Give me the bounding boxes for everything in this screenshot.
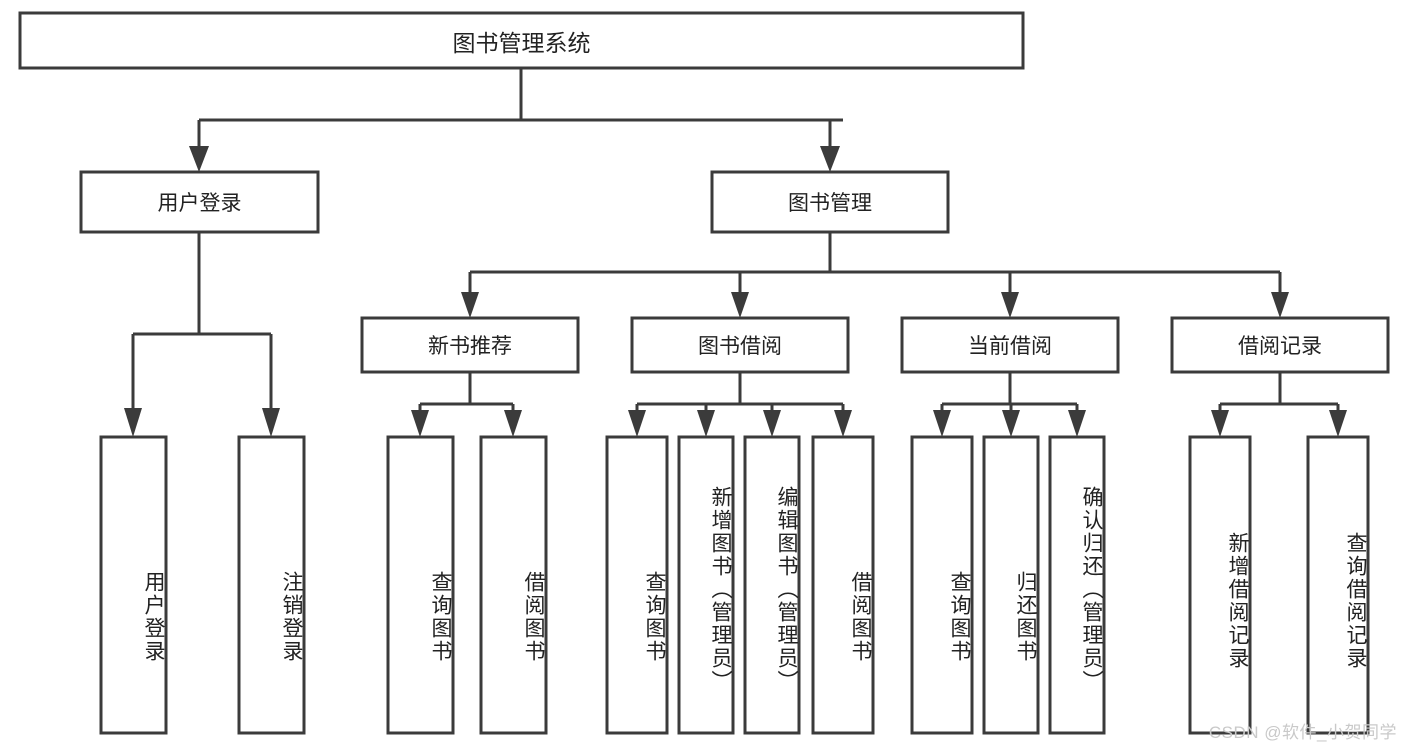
node-box-leaf-5[interactable] xyxy=(677,435,735,735)
node-box-leaf-4[interactable] xyxy=(605,435,669,735)
connector-root-to-level2 xyxy=(189,68,843,172)
node-box-current-borrow[interactable] xyxy=(900,316,1120,374)
connector-book-management-to-level3 xyxy=(461,232,1289,318)
node-box-book-management[interactable] xyxy=(710,170,950,234)
node-box-leaf-7[interactable] xyxy=(811,435,875,735)
connector-book-borrow-to-leaves xyxy=(628,372,852,437)
node-box-leaf-1[interactable] xyxy=(237,435,306,735)
connector-current-borrow-to-leaves xyxy=(933,372,1086,437)
connector-new-book-recommend-to-leaves xyxy=(411,372,522,437)
node-box-leaf-10[interactable] xyxy=(1048,435,1106,735)
connector-borrow-record-to-leaves xyxy=(1211,372,1347,437)
node-box-leaf-9[interactable] xyxy=(982,435,1040,735)
node-box-user-login[interactable] xyxy=(79,170,320,234)
node-box-leaf-2[interactable] xyxy=(386,435,455,735)
node-box-leaf-12[interactable] xyxy=(1306,435,1370,735)
connector-user-login-to-leaves xyxy=(124,232,280,437)
node-box-new-book-recommend[interactable] xyxy=(360,316,580,374)
node-box-book-borrow[interactable] xyxy=(630,316,850,374)
node-box-leaf-0[interactable] xyxy=(99,435,168,735)
watermark: CSDN @软件_小贺同学 xyxy=(1208,723,1397,742)
node-box-leaf-8[interactable] xyxy=(910,435,974,735)
node-box-leaf-6[interactable] xyxy=(743,435,801,735)
node-box-borrow-record[interactable] xyxy=(1170,316,1390,374)
node-box-leaf-11[interactable] xyxy=(1188,435,1252,735)
node-box-root[interactable] xyxy=(18,11,1025,70)
node-box-leaf-3[interactable] xyxy=(479,435,548,735)
